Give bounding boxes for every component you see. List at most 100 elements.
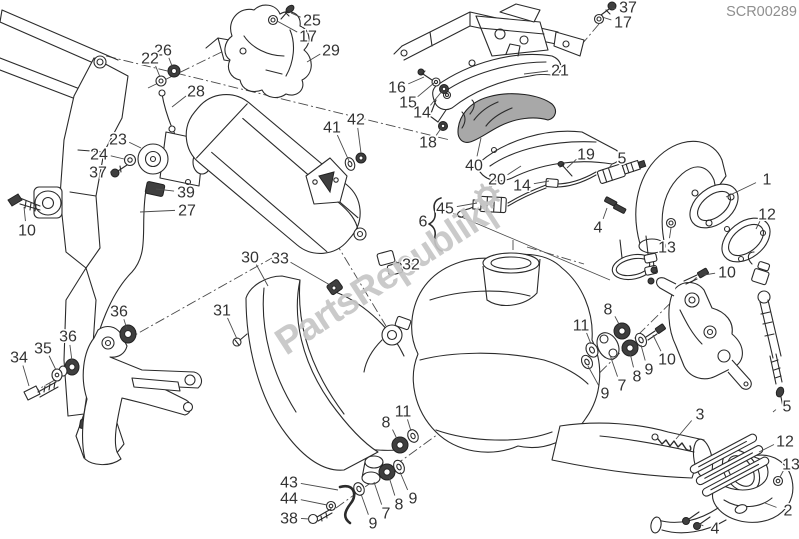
callout-leader bbox=[476, 137, 482, 157]
callout-label: 9 bbox=[369, 516, 378, 533]
callout-leader bbox=[587, 365, 600, 386]
callout-leader bbox=[507, 165, 522, 176]
callout-leader bbox=[703, 272, 716, 276]
callout-label: 34 bbox=[10, 350, 28, 367]
mount-bracket-right bbox=[645, 267, 752, 390]
callout-label: 10 bbox=[658, 352, 676, 369]
callout-label: 27 bbox=[178, 203, 196, 220]
callout-leader bbox=[290, 12, 301, 18]
exhaust-pipe-2 bbox=[551, 422, 794, 534]
collector-body bbox=[411, 252, 601, 453]
callout-label: 44 bbox=[280, 491, 298, 508]
gear-icon bbox=[474, 183, 500, 209]
callout-leader bbox=[429, 89, 444, 106]
callout-leader bbox=[602, 207, 608, 220]
callout-leader bbox=[407, 419, 412, 432]
callout-label: 18 bbox=[419, 135, 437, 152]
callout-label: 38 bbox=[280, 511, 298, 528]
callout-label: 6 bbox=[419, 214, 428, 231]
callout-leader bbox=[779, 470, 784, 478]
callout-leader bbox=[69, 344, 73, 362]
callout-leader bbox=[586, 332, 592, 345]
callout-leader bbox=[357, 127, 362, 154]
callout-label: 13 bbox=[658, 240, 676, 257]
header-pipe bbox=[604, 140, 771, 285]
callout-leader bbox=[669, 227, 672, 239]
callout-label: 3 bbox=[696, 407, 705, 424]
callout-leader bbox=[755, 221, 761, 230]
callout-leader bbox=[168, 57, 173, 67]
callout-label: 42 bbox=[347, 112, 365, 129]
callout-label: 28 bbox=[187, 84, 205, 101]
silencer-upper bbox=[185, 93, 367, 254]
callout-leader bbox=[758, 444, 775, 453]
spring-3 bbox=[657, 438, 692, 452]
callout-leader bbox=[155, 65, 161, 78]
callout-label: 36 bbox=[59, 329, 77, 346]
callout-label: 12 bbox=[758, 207, 776, 224]
callout-label: 14 bbox=[413, 105, 431, 122]
callout-label: 19 bbox=[577, 147, 595, 164]
callout-label: 41 bbox=[323, 120, 341, 137]
callout-leader bbox=[22, 365, 30, 387]
callout-leader bbox=[601, 16, 612, 21]
callout-leader bbox=[336, 134, 350, 162]
callout-leader bbox=[171, 95, 187, 108]
callout-label: 40 bbox=[465, 158, 483, 175]
callout-label: 15 bbox=[399, 95, 417, 112]
group-brace bbox=[428, 197, 443, 252]
callout-label: 2 bbox=[784, 503, 793, 520]
callout-label: 45 bbox=[436, 201, 454, 218]
callout-leader bbox=[48, 355, 57, 371]
callout-label: 5 bbox=[783, 399, 792, 416]
callout-leader bbox=[300, 518, 310, 520]
callout-label: 20 bbox=[488, 172, 506, 189]
callout-leader bbox=[523, 70, 549, 75]
callout-leader bbox=[300, 483, 339, 491]
callout-label: 7 bbox=[382, 506, 391, 523]
callout-leader bbox=[399, 471, 409, 491]
callout-label: 37 bbox=[89, 165, 107, 182]
callout-leader bbox=[725, 182, 757, 198]
callout-label: 22 bbox=[141, 51, 159, 68]
callout-label: 43 bbox=[280, 475, 298, 492]
callout-leader bbox=[533, 180, 550, 185]
hook-bracket-43 bbox=[338, 484, 356, 525]
callout-label: 31 bbox=[213, 303, 231, 320]
callout-label: 21 bbox=[551, 63, 569, 80]
callout-label: 29 bbox=[322, 43, 340, 60]
callout-leader bbox=[456, 202, 478, 208]
flange-gasket-12 bbox=[689, 433, 770, 497]
callout-label: 13 bbox=[782, 457, 799, 474]
callout-leader bbox=[609, 354, 618, 377]
callout-label: 8 bbox=[604, 302, 613, 319]
callout-label: 9 bbox=[645, 362, 654, 379]
lambda-sensor-lower bbox=[747, 251, 785, 408]
callout-leader bbox=[255, 264, 269, 287]
callout-leader bbox=[772, 409, 777, 413]
callout-leader bbox=[123, 319, 128, 330]
callout-label: 24 bbox=[90, 147, 108, 164]
callout-label: 36 bbox=[110, 304, 128, 321]
callout-label: 14 bbox=[513, 178, 531, 195]
callout-leader bbox=[629, 352, 634, 368]
callout-label: 39 bbox=[177, 185, 195, 202]
callout-label: 4 bbox=[594, 220, 603, 237]
callout-label: 8 bbox=[382, 415, 391, 432]
callout-leader bbox=[23, 206, 26, 222]
callout-leader bbox=[139, 209, 176, 213]
callout-label: 12 bbox=[776, 434, 794, 451]
callout-leader bbox=[652, 334, 662, 352]
callout-leader bbox=[360, 493, 369, 515]
callout-label: 17 bbox=[299, 29, 317, 46]
callout-label: 32 bbox=[402, 257, 420, 274]
subframe-right bbox=[393, 1, 617, 61]
callout-label: 30 bbox=[241, 250, 259, 267]
callout-leader bbox=[698, 523, 704, 527]
callout-label: 8 bbox=[395, 497, 404, 514]
heat-guard-30 bbox=[232, 275, 379, 471]
callout-leader bbox=[417, 82, 435, 98]
